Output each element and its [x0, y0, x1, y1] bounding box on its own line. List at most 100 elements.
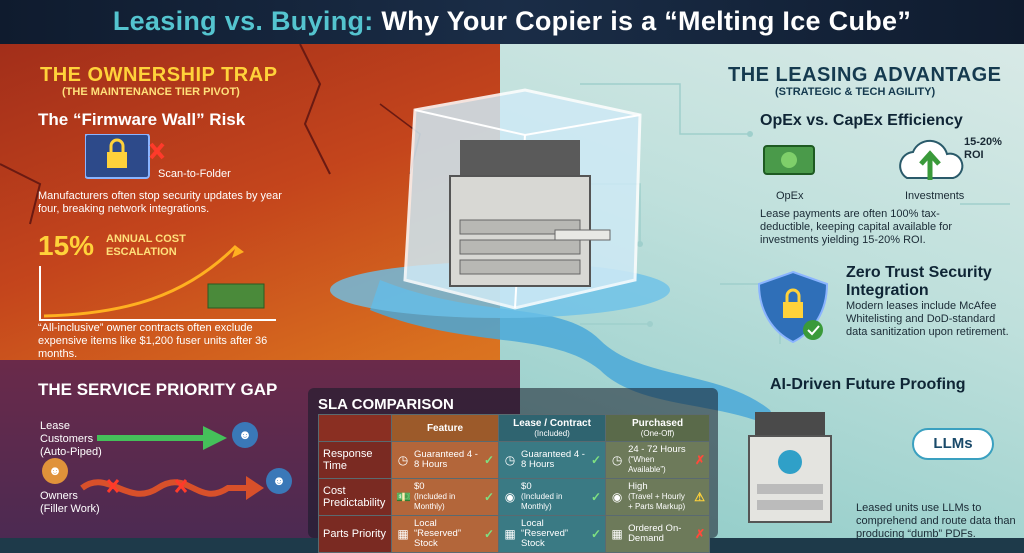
- sla-lease-value: $0: [414, 481, 425, 492]
- sla-contract-sub: (Included in Monthly): [521, 492, 563, 511]
- box-icon: ▦: [397, 527, 409, 541]
- sla-purchased-value: Ordered On-Demand: [628, 523, 682, 544]
- zero-trust-heading: Zero Trust Security Integration: [846, 264, 992, 299]
- fast-lane-arrow: [97, 426, 227, 450]
- table-row: Response Time ◷ Guaranteed 4 - 8 Hours ✓ ◷…: [318, 441, 710, 479]
- ai-heading: AI-Driven Future Proofing: [770, 376, 966, 393]
- sla-purchased-text: High(Travel + Hourly + Parts Markup): [628, 482, 690, 512]
- table-row: Parts Priority ▦Local “Reserved” Stock✓ …: [318, 515, 710, 553]
- investments-label: Investments: [905, 190, 965, 202]
- clock-icon: ◷: [397, 453, 409, 467]
- sla-lease-value: Guaranteed 4 - 8 Hours: [414, 449, 478, 470]
- sla-header-purchased-sub: (One-Off): [640, 429, 675, 438]
- zero-trust-text: Modern leases include McAfee Whitelistin…: [846, 300, 1009, 338]
- firmware-text: Manufacturers often stop security update…: [38, 190, 282, 215]
- sla-lease-value: Local “Reserved” Stock: [414, 518, 461, 549]
- sla-lease-cell: 💵$0(Included in Monthly)✓: [390, 478, 500, 516]
- sla-purchased-cell: ◷ 24 - 72 Hours(“When Available”)✗: [605, 441, 710, 479]
- sla-contract-cell: ▦ Local “Reserved” Stock ✓: [498, 515, 607, 553]
- smart-copier-icon: [748, 412, 832, 523]
- money-icon: 💵: [396, 490, 411, 504]
- ai-text: Leased units use LLMs to comprehend and …: [856, 502, 1016, 540]
- sla-purchased-cell: ▦Ordered On-Demand✗: [605, 515, 710, 553]
- cross-icon: ✗: [694, 527, 705, 541]
- sla-purchased-sub: (Travel + Hourly + Parts Markup): [628, 492, 686, 511]
- technician-icon: ☻: [232, 422, 258, 448]
- sla-purchased-text: 24 - 72 Hours(“When Available”): [628, 445, 691, 475]
- table-row: Cost Predictability 💵$0(Included in Mont…: [318, 478, 710, 516]
- sla-contract-value: Guaranteed 4 - 8 Hours: [521, 449, 585, 470]
- owners-text: Owners: [40, 490, 78, 502]
- opex-label: OpEx: [776, 190, 804, 202]
- sla-contract-text: $0(Included in Monthly): [521, 482, 587, 512]
- owners-sub: (Filler Work): [40, 503, 100, 515]
- sla-header-purchased: Purchased(One-Off): [605, 414, 710, 442]
- check-icon: ✓: [591, 490, 602, 504]
- escalation-text: “All-inclusive” owner contracts often ex…: [38, 322, 268, 360]
- clock-icon: ◷: [504, 453, 516, 467]
- escalation-percent: 15%: [38, 230, 95, 261]
- warning-icon: ⚠: [694, 490, 705, 504]
- sla-purchased-cell: ◉ High(Travel + Hourly + Parts Markup) ⚠: [605, 478, 710, 516]
- page-title: Leasing vs. Buying: Why Your Copier is a…: [0, 6, 1024, 37]
- sla-feature-cell: Parts Priority: [318, 515, 392, 553]
- lease-customers-label: Lease Customers(Auto-Piped): [40, 420, 110, 459]
- sla-table: Feature Lease / Contract(Included) Purch…: [318, 414, 710, 553]
- firmware-heading: The “Firmware Wall” Risk: [38, 110, 246, 129]
- technician-icon-2: ☻: [266, 468, 292, 494]
- sla-header-lease-label: Lease / Contract: [513, 418, 591, 429]
- sla-contract-value: $0: [521, 481, 532, 492]
- sla-lease-sub: (Included in Monthly): [414, 492, 456, 511]
- owners-label: Owners(Filler Work): [40, 490, 110, 516]
- cost-curve-graph: [39, 244, 276, 321]
- sla-feature-cell: Response Time: [318, 441, 392, 479]
- leasing-advantage-heading: THE LEASING ADVANTAGE: [728, 64, 1002, 86]
- winding-path-arrow: [80, 476, 264, 500]
- escalation-label-line1: ANNUAL COST: [106, 233, 186, 245]
- sla-contract-value: Local “Reserved” Stock: [521, 518, 569, 549]
- ownership-trap-subheading: (THE MAINTENANCE TIER PIVOT): [62, 86, 240, 98]
- owner-avatar-icon: ☻: [42, 458, 68, 484]
- sla-lease-text: $0(Included in Monthly): [414, 482, 480, 512]
- ice-cube-copier-illustration: [403, 88, 642, 310]
- sla-title: SLA COMPARISON: [318, 396, 454, 413]
- check-icon: ✓: [483, 527, 495, 541]
- money-icon: [763, 145, 815, 175]
- sla-contract-cell: ◉ $0(Included in Monthly) ✓: [498, 478, 607, 516]
- opex-text: Lease payments are often 100% tax-deduct…: [760, 208, 953, 246]
- opex-heading: OpEx vs. CapEx Efficiency: [760, 112, 963, 129]
- lock-screen-icon: [85, 134, 165, 179]
- clock-icon: ◷: [611, 453, 623, 467]
- service-priority-heading: THE SERVICE PRIORITY GAP: [38, 380, 278, 399]
- box-icon: ▦: [504, 527, 516, 541]
- sla-lease-cell: ◷ Guaranteed 4 - 8 Hours ✓: [390, 441, 500, 479]
- scan-to-folder-label: Scan-to-Folder: [158, 168, 231, 180]
- sla-purchased-value: 24 - 72 Hours: [628, 444, 686, 455]
- ownership-trap-heading: THE OWNERSHIP TRAP: [40, 64, 278, 86]
- coins-icon: ◉: [504, 490, 516, 504]
- sla-feature-cell: Cost Predictability: [318, 478, 392, 516]
- roi-label: 15-20% ROI: [964, 136, 1002, 161]
- sla-header-feature-label: Feature: [426, 422, 464, 434]
- shield-lock-icon: [757, 270, 829, 344]
- sla-header-blank: [318, 414, 392, 442]
- coins-icon: ◉: [611, 490, 623, 504]
- sla-lease-cell: ▦ Local “Reserved” Stock ✓: [390, 515, 500, 553]
- lease-customers-text: Lease Customers: [40, 420, 94, 445]
- sla-header-lease: Lease / Contract(Included): [498, 414, 607, 442]
- title-highlight: Leasing vs. Buying:: [112, 6, 374, 36]
- escalation-label-line2: ESCALATION: [106, 246, 177, 258]
- cloud-growth-icon: [899, 139, 964, 180]
- sla-header-feature: Feature: [390, 414, 500, 442]
- check-icon: ✓: [591, 453, 602, 467]
- sla-header-lease-sub: (Included): [534, 429, 570, 438]
- llm-pill: LLMs: [912, 428, 994, 460]
- sla-header-purchased-label: Purchased: [631, 418, 684, 429]
- check-icon: ✓: [591, 527, 602, 541]
- sla-contract-cell: ◷ Guaranteed 4 - 8 Hours ✓: [498, 441, 607, 479]
- check-icon: ✓: [483, 453, 495, 467]
- cross-icon: ✗: [694, 453, 705, 467]
- lease-customers-sub: (Auto-Piped): [40, 446, 102, 458]
- title-rest: Why Your Copier is a “Melting Ice Cube”: [373, 6, 912, 36]
